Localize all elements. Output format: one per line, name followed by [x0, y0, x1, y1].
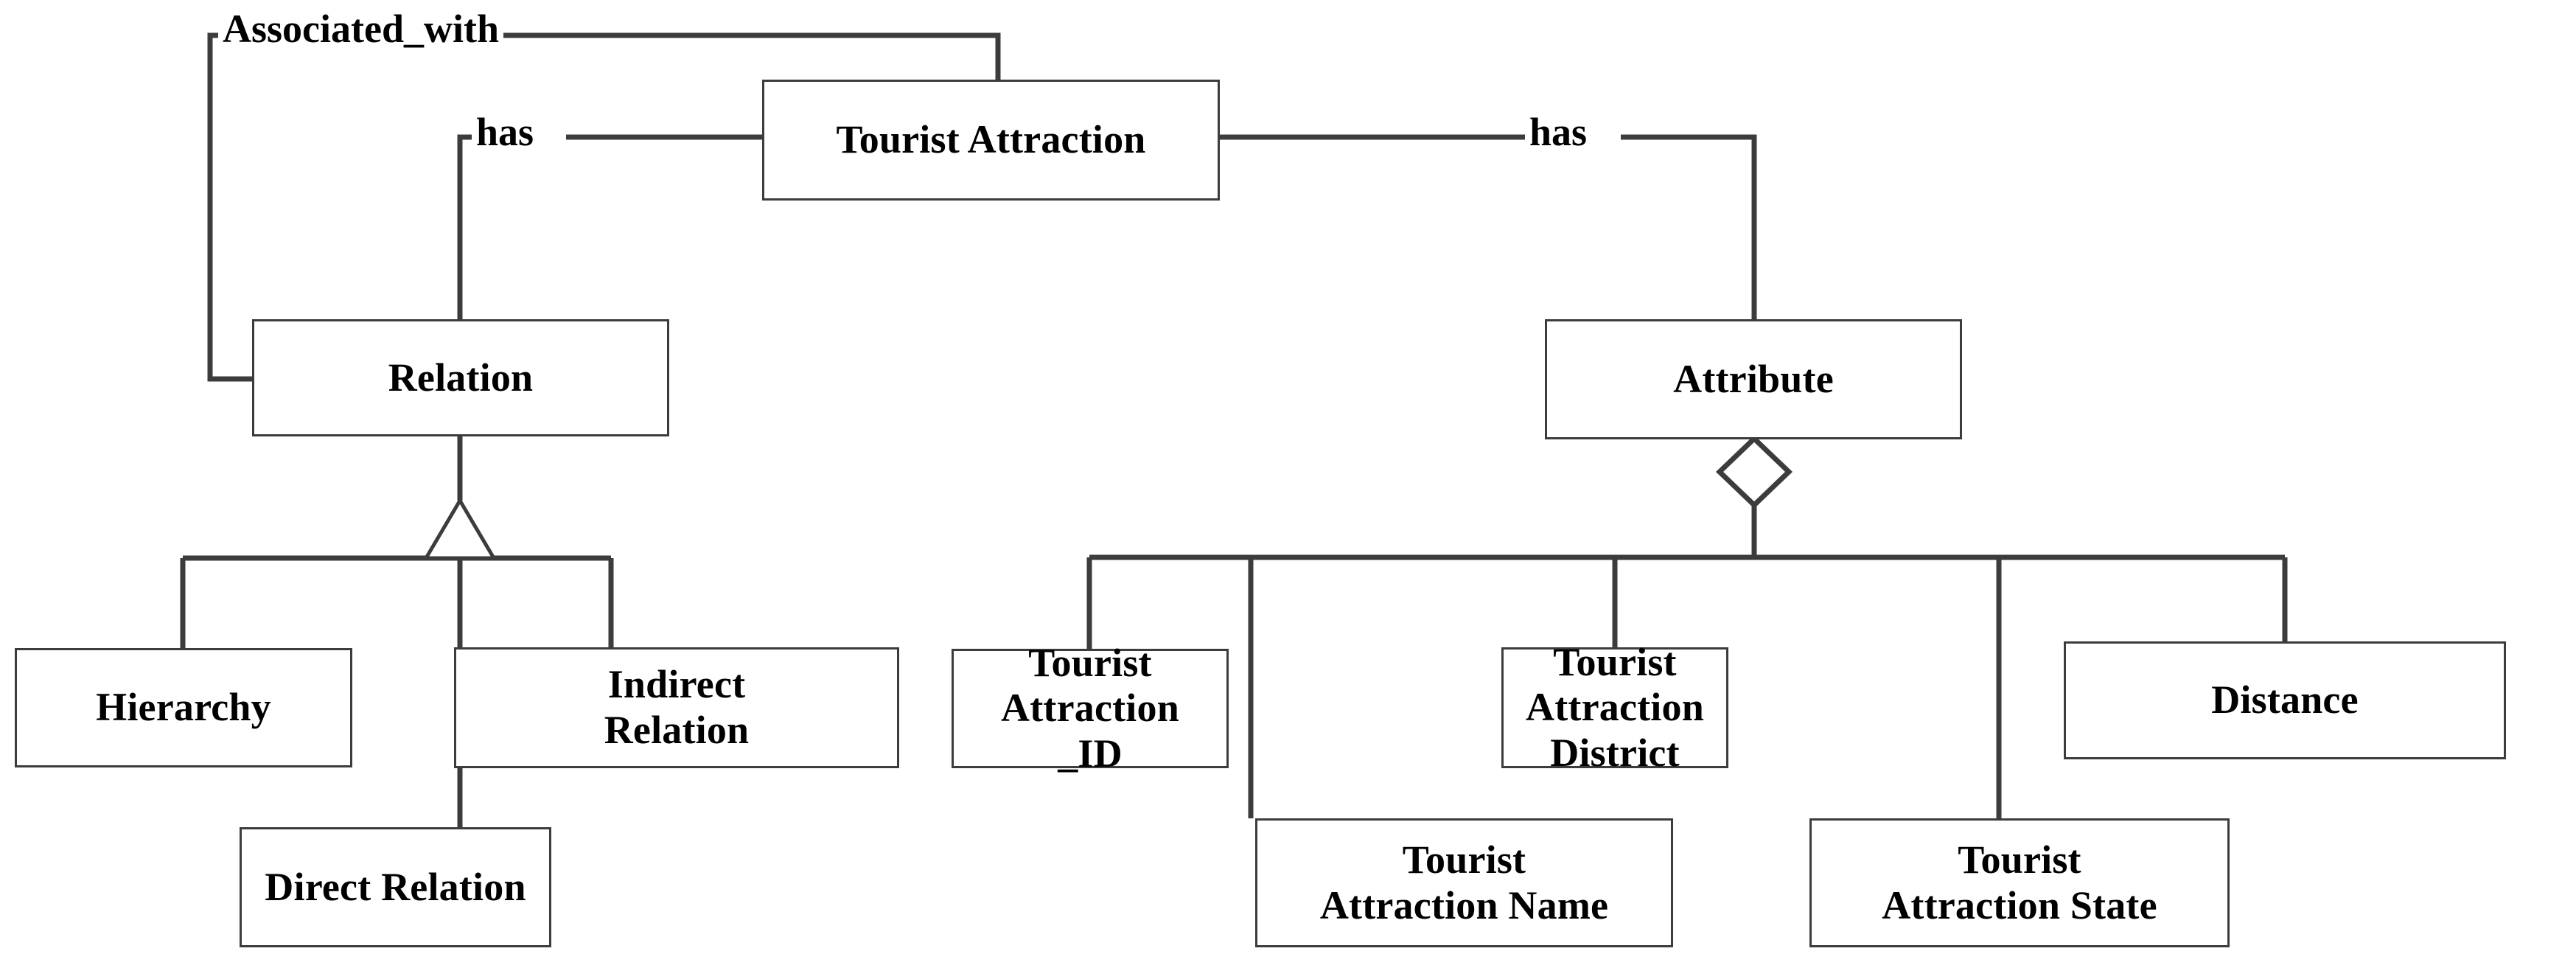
edge-label-associated-with: Associated_with	[218, 9, 503, 49]
node-tourist-attraction[interactable]: Tourist Attraction	[762, 80, 1220, 201]
node-label-direct-relation: Direct Relation	[265, 864, 526, 909]
edge-has-relation-left	[457, 134, 475, 319]
node-label-tourist-attraction-district: Tourist Attraction District	[1526, 639, 1704, 775]
node-direct-relation[interactable]: Direct Relation	[240, 827, 551, 947]
node-label-tourist-attraction-name: Tourist Attraction Name	[1319, 837, 1609, 927]
node-label-attribute: Attribute	[1673, 356, 1834, 401]
node-distance[interactable]: Distance	[2064, 641, 2506, 759]
node-relation[interactable]: Relation	[252, 319, 669, 436]
node-label-hierarchy: Hierarchy	[96, 685, 271, 730]
node-tourist-attraction-state[interactable]: Tourist Attraction State	[1809, 818, 2230, 947]
node-tourist-attraction-id[interactable]: Tourist Attraction _ID	[952, 641, 1229, 776]
node-label-distance: Distance	[2211, 678, 2359, 722]
node-label-tourist-attraction: Tourist Attraction	[836, 117, 1146, 162]
aggregation-diamond-icon	[1715, 435, 1793, 509]
node-label-tourist-attraction-id: Tourist Attraction _ID	[1001, 640, 1179, 776]
node-hierarchy[interactable]: Hierarchy	[15, 648, 352, 767]
node-indirect-relation[interactable]: Indirect Relation	[454, 647, 899, 768]
node-tourist-attraction-district[interactable]: Tourist Attraction District	[1501, 640, 1728, 775]
edge-label-has-attribute: has	[1525, 112, 1592, 152]
edge-label-has-relation: has	[472, 112, 539, 152]
node-label-tourist-attraction-state: Tourist Attraction State	[1882, 837, 2157, 927]
generalization-triangle-icon	[422, 497, 498, 560]
node-label-indirect-relation: Indirect Relation	[604, 662, 750, 752]
node-label-relation: Relation	[388, 355, 534, 400]
node-tourist-attraction-name[interactable]: Tourist Attraction Name	[1255, 818, 1673, 947]
edge-associated-with-label-gap	[207, 32, 252, 382]
edge-has-attribute-right	[1621, 134, 1757, 319]
node-attribute[interactable]: Attribute	[1545, 319, 1962, 439]
